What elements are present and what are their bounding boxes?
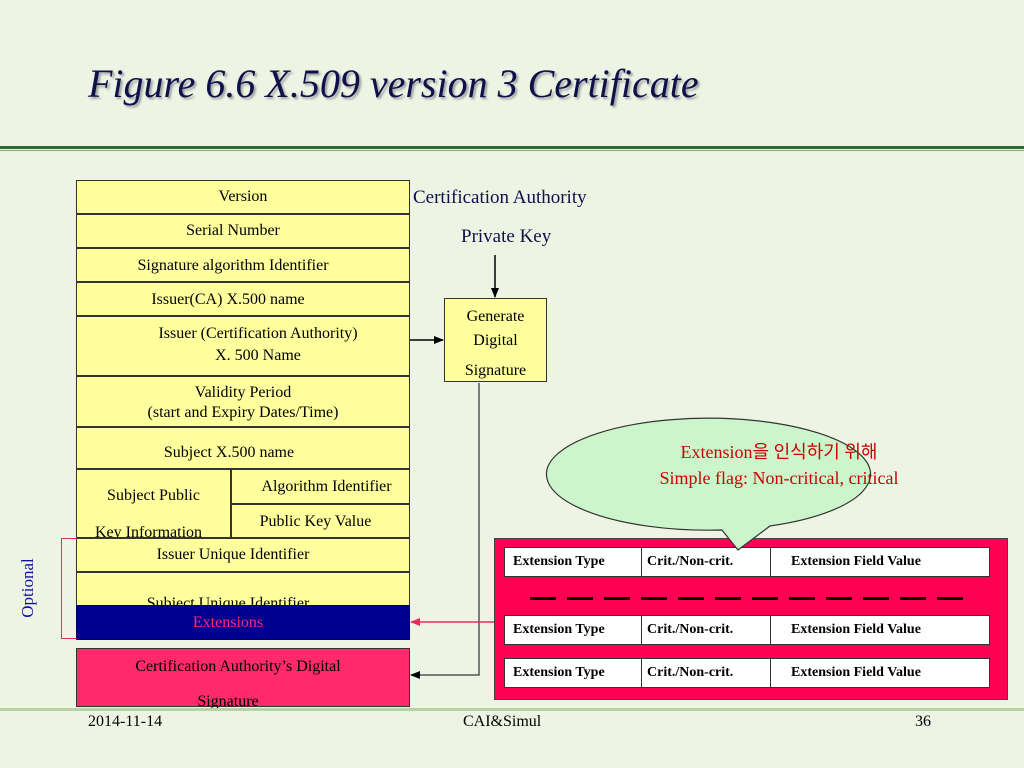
extension-type-cell: Extension Type — [505, 548, 642, 576]
field-subject-uid-label: Subject Unique Identifier — [146, 595, 310, 606]
field-issuer-unique-identifier: Issuer Unique Identifier — [76, 538, 410, 572]
extension-value-cell: Extension Field Value — [791, 665, 921, 680]
field-algorithm-identifier: Algorithm Identifier — [231, 469, 410, 504]
ca-key-line2: Private Key — [461, 226, 552, 247]
extension-row: Extension Type Crit./Non-crit. Extension… — [504, 615, 990, 645]
extension-row: Extension Type Crit./Non-crit. Extension… — [504, 658, 990, 688]
slide-title: Figure 6.6 X.509 version 3 Certificate — [88, 61, 699, 106]
field-validity-line2: (start and Expiry Dates/Time) — [147, 404, 339, 421]
field-issuer-name: Issuer (Certification Authority) X. 500 … — [76, 316, 410, 376]
field-subject-public-key-info: Subject Public Key Information — [76, 469, 231, 541]
ca-key-line1: Certification Authority — [413, 187, 587, 208]
footer-rule — [0, 708, 1024, 711]
field-extensions-label: Extensions — [192, 614, 264, 631]
ca-signature-line2: Signature — [197, 693, 259, 710]
generate-line2: Digital — [473, 332, 518, 349]
field-algid-label: Algorithm Identifier — [261, 478, 392, 495]
field-version-label: Version — [218, 188, 268, 205]
extensions-dash-line — [530, 597, 972, 600]
extension-crit-cell: Crit./Non-crit. — [642, 659, 771, 687]
ca-signature-line1: Certification Authority’s Digital — [135, 658, 341, 675]
field-subject-name: Subject X.500 name — [76, 427, 410, 469]
field-extensions: Extensions — [76, 605, 410, 640]
field-serial-number: Serial Number — [76, 214, 410, 248]
extension-type-cell: Extension Type — [505, 616, 642, 644]
extension-value-cell: Extension Field Value — [791, 554, 921, 569]
field-version: Version — [76, 180, 410, 214]
callout-line2: Simple flag: Non-critical, critical — [659, 468, 899, 488]
field-sigalg-label: Signature algorithm Identifier — [137, 257, 329, 274]
footer-center: CAI&Simul — [463, 713, 542, 730]
footer-page-number: 36 — [915, 713, 931, 730]
field-subject-label: Subject X.500 name — [163, 444, 295, 461]
footer-date: 2014-11-14 — [88, 713, 163, 730]
extension-value-cell: Extension Field Value — [791, 622, 921, 637]
field-signature-algorithm: Signature algorithm Identifier — [76, 248, 410, 282]
title-divider — [0, 146, 1024, 149]
extension-crit-cell: Crit./Non-crit. — [642, 548, 771, 576]
generate-digital-signature: Generate Digital Signature — [444, 298, 547, 382]
optional-bracket — [61, 538, 77, 639]
callout-line1: Extension을 인식하기 위해 — [680, 442, 878, 462]
field-spki-line2: Key Information — [94, 524, 203, 541]
field-pubkey-label: Public Key Value — [259, 513, 372, 530]
field-public-key-value: Public Key Value — [231, 504, 410, 538]
field-issuer-line2: X. 500 Name — [215, 347, 301, 364]
field-spki-line1: Subject Public — [107, 487, 200, 504]
extension-type-cell: Extension Type — [505, 659, 642, 687]
callout-bubble — [545, 417, 872, 551]
generate-line3: Signature — [464, 362, 527, 379]
extension-row: Extension Type Crit./Non-crit. Extension… — [504, 547, 990, 577]
generate-to-signature-arrow — [410, 383, 480, 679]
field-issuer-uid-label: Issuer Unique Identifier — [156, 546, 310, 563]
field-validity-line1: Validity Period — [194, 384, 292, 401]
field-issuer-ca-label: Issuer(CA) X.500 name — [151, 291, 305, 308]
extension-crit-cell: Crit./Non-crit. — [642, 616, 771, 644]
ca-digital-signature: Certification Authority’s Digital Signat… — [76, 648, 410, 710]
field-issuer-line1: Issuer (Certification Authority) — [158, 325, 358, 342]
title-divider-thin — [0, 150, 1024, 151]
field-validity-period: Validity Period (start and Expiry Dates/… — [76, 376, 410, 427]
field-issuer-ca-name: Issuer(CA) X.500 name — [76, 282, 410, 316]
field-serial-label: Serial Number — [186, 222, 280, 239]
field-subject-unique-identifier: Subject Unique Identifier — [76, 572, 410, 606]
generate-line1: Generate — [466, 308, 525, 325]
